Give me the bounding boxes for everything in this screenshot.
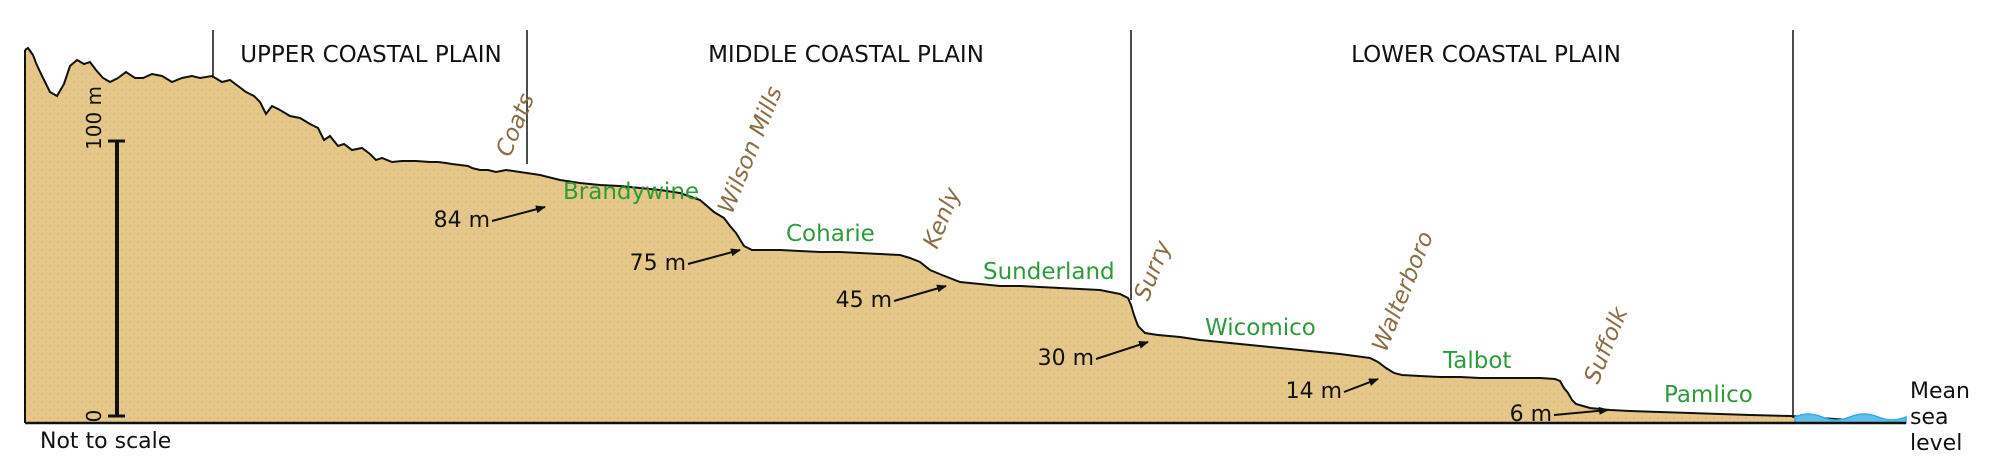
sea-water (1794, 413, 1907, 424)
terrace-label-talbot: Talbot (1442, 348, 1511, 374)
sea-level-line-1: Mean (1910, 379, 1970, 404)
sea-level-line-3: level (1910, 431, 1962, 456)
elevation-arrow-45m (893, 284, 947, 302)
land-surface-line (24, 46, 1905, 422)
elevation-label-6m: 6 m (1510, 402, 1552, 427)
terrace-label-coharie: Coharie (786, 221, 875, 247)
scarp-label-coats: Coats (491, 90, 540, 160)
elevation-label-30m: 30 m (1038, 346, 1094, 371)
region-label-middle: MIDDLE COASTAL PLAIN (708, 42, 984, 68)
land-texture (25, 48, 1905, 423)
elevation-label-75m: 75 m (630, 251, 686, 276)
scarp-label-kenly: Kenly (918, 184, 966, 253)
scale-top-label: 100 m (82, 86, 106, 150)
elevation-arrow-14m (1343, 378, 1379, 393)
scarp-label-wilson-mills: Wilson Mills (713, 83, 787, 217)
elevation-arrow-75m (687, 248, 741, 265)
scarp-label-surry: Surry (1129, 237, 1176, 304)
sea-level-line-2: sea (1910, 405, 1948, 430)
elevation-arrow-6m (1553, 406, 1609, 416)
vertical-scale: 100 m 0 (82, 86, 125, 422)
scarp-label-walterboro: Walterboro (1367, 228, 1439, 355)
elevation-label-84m: 84 m (434, 208, 490, 233)
terrace-label-sunderland: Sunderland (983, 259, 1115, 285)
terrace-label-brandywine: Brandywine (563, 179, 699, 205)
scale-bottom-label: 0 (82, 410, 106, 423)
terrace-label-pamlico: Pamlico (1664, 382, 1753, 408)
elevation-label-14m: 14 m (1286, 379, 1342, 404)
not-to-scale-note: Not to scale (40, 429, 171, 454)
terrace-label-wicomico: Wicomico (1205, 315, 1316, 341)
elevation-arrow-30m (1095, 340, 1149, 360)
region-label-lower: LOWER COASTAL PLAIN (1351, 42, 1621, 68)
elevation-label-45m: 45 m (836, 288, 892, 313)
elevation-arrow-84m (491, 205, 546, 222)
region-label-upper: UPPER COASTAL PLAIN (240, 42, 502, 68)
scarp-label-suffolk: Suffolk (1579, 302, 1634, 387)
sea-level-label: Mean sea level (1910, 379, 1970, 456)
